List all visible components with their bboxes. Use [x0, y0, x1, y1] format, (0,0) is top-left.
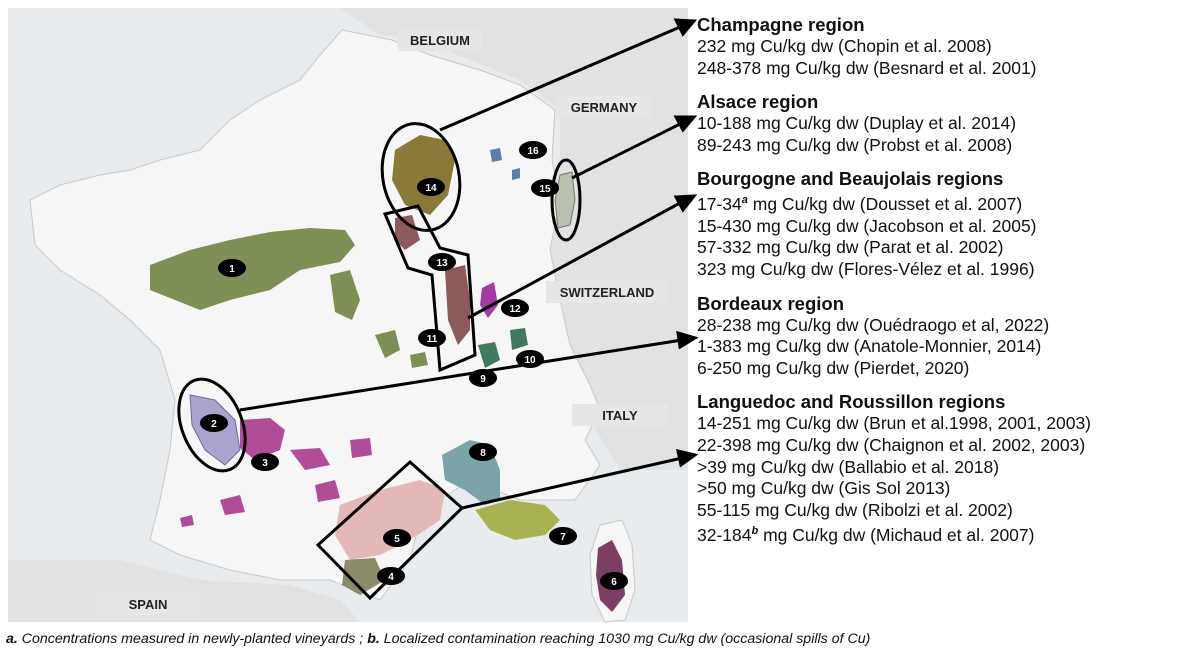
- marker-2: 2: [200, 414, 228, 432]
- concentration-entry: >39 mg Cu/kg dw (Ballabio et al. 2018): [697, 456, 1000, 477]
- concentration-entry: 32-184b mg Cu/kg dw (Michaud et al. 2007…: [697, 525, 1035, 546]
- concentration-panel: Champagne region 232 mg Cu/kg dw (Chopin…: [697, 14, 1182, 553]
- concentration-entry: 55-115 mg Cu/kg dw (Ribolzi et al. 2002): [697, 499, 1013, 520]
- vineyard-bourgogne: [395, 215, 470, 345]
- vineyard-lorraine: [490, 148, 520, 180]
- country-label-spain: SPAIN: [129, 597, 168, 612]
- concentration-entry: 89-243 mg Cu/kg dw (Probst et al. 2008): [697, 134, 1013, 155]
- bourgogne-outline: [382, 204, 477, 373]
- country-label-italy: ITALY: [602, 408, 638, 423]
- region-title: Champagne region: [697, 14, 865, 35]
- country-label-belgium: BELGIUM: [410, 33, 470, 48]
- footnote-text-a: Concentrations measured in newly-planted…: [17, 631, 368, 647]
- vineyard-loire-east: [330, 270, 360, 320]
- svg-text:10: 10: [524, 355, 536, 366]
- marker-4: 4: [377, 567, 405, 585]
- concentration-entry: 28-238 mg Cu/kg dw (Ouédraogo et al, 202…: [697, 314, 1050, 335]
- footnote-marker-a: a: [741, 194, 748, 207]
- marker-10: 10: [516, 350, 544, 368]
- region-bordeaux: Bordeaux region 28-238 mg Cu/kg dw (Ouéd…: [697, 293, 1182, 380]
- concentration-entry: 22-398 mg Cu/kg dw (Chaignon et al. 2002…: [697, 434, 1086, 455]
- vineyard-champagne: [392, 135, 455, 215]
- vineyard-southwest: [180, 418, 372, 527]
- svg-text:2: 2: [211, 419, 217, 430]
- region-languedoc-roussillon: Languedoc and Roussillon regions 14-251 …: [697, 391, 1182, 546]
- concentration-entry: 15-430 mg Cu/kg dw (Jacobson et al. 2005…: [697, 215, 1037, 236]
- concentration-entry: 57-332 mg Cu/kg dw (Parat et al. 2002): [697, 237, 1004, 258]
- vineyard-roussillon: [342, 558, 385, 595]
- champagne-outline: [380, 122, 462, 232]
- svg-text:4: 4: [388, 572, 394, 583]
- vineyard-provence: [475, 500, 560, 540]
- vineyard-alsace: [554, 171, 576, 229]
- marker-13: 13: [428, 253, 456, 271]
- neighbor-land-north: [340, 8, 688, 470]
- marker-1: 1: [218, 259, 246, 277]
- footnote-text-b: Localized contamination reaching 1030 mg…: [379, 631, 871, 647]
- vineyard-languedoc: [335, 480, 445, 560]
- marker-7: 7: [549, 527, 577, 545]
- svg-text:9: 9: [480, 374, 486, 385]
- vineyard-centre: [375, 330, 428, 368]
- marker-12: 12: [501, 299, 529, 317]
- footnote-marker-b: b: [751, 525, 759, 538]
- concentration-entry: 17-34a mg Cu/kg dw (Dousset et al. 2007): [697, 194, 1023, 215]
- region-title: Languedoc and Roussillon regions: [697, 391, 1006, 413]
- concentration-entry: 14-251 mg Cu/kg dw (Brun et al.1998, 200…: [697, 413, 1092, 434]
- region-bourgogne-beaujolais: Bourgogne and Beaujolais regions 17-34a …: [697, 168, 1182, 280]
- svg-text:12: 12: [509, 304, 521, 315]
- concentration-entry: 6-250 mg Cu/kg dw (Pierdet, 2020): [697, 357, 970, 378]
- region-title: Bordeaux region: [697, 292, 844, 314]
- concentration-entry: 10-188 mg Cu/kg dw (Duplay et al. 2014): [697, 113, 1017, 134]
- svg-text:11: 11: [427, 334, 438, 345]
- marker-8: 8: [469, 443, 497, 461]
- concentration-entry: 232 mg Cu/kg dw (Chopin et al. 2008): [697, 36, 992, 56]
- callout-arrows: [239, 18, 699, 510]
- footnote-key-a: a.: [6, 631, 18, 647]
- marker-5: 5: [383, 529, 411, 547]
- marker-3: 3: [251, 453, 279, 471]
- svg-text:1: 1: [229, 264, 235, 275]
- region-title: Bourgogne and Beaujolais regions: [697, 168, 1004, 190]
- region-alsace: Alsace region 10-188 mg Cu/kg dw (Duplay…: [697, 91, 1182, 156]
- vineyard-savoie: [478, 328, 528, 368]
- bordeaux-outline: [177, 377, 247, 473]
- svg-text:7: 7: [560, 532, 566, 543]
- marker-6: 6: [600, 572, 628, 590]
- marker-16: 16: [519, 141, 547, 159]
- vineyard-loire: [150, 228, 355, 310]
- svg-text:6: 6: [611, 577, 617, 588]
- svg-text:5: 5: [394, 534, 400, 545]
- region-title: Alsace region: [697, 91, 819, 113]
- alsace-outline: [550, 158, 582, 242]
- region-markers: 1 2 3 4 5 6 7 8 9 10 11 12 13 14 15 16: [200, 141, 628, 590]
- svg-text:8: 8: [480, 448, 486, 459]
- marker-15: 15: [531, 179, 559, 197]
- footnote-key-b: b.: [367, 631, 380, 647]
- footnote: a. Concentrations measured in newly-plan…: [6, 631, 1181, 647]
- concentration-entry: 248-378 mg Cu/kg dw (Besnard et al. 2001…: [697, 57, 1037, 78]
- svg-text:16: 16: [527, 146, 539, 157]
- svg-text:14: 14: [425, 183, 437, 194]
- svg-text:15: 15: [539, 184, 551, 195]
- country-label-germany: GERMANY: [571, 100, 638, 115]
- marker-14: 14: [417, 178, 445, 196]
- country-labels: BELGIUM GERMANY SWITZERLAND ITALY SPAIN: [96, 29, 668, 615]
- concentration-entry: 323 mg Cu/kg dw (Flores-Vélez et al. 199…: [697, 258, 1035, 279]
- svg-text:13: 13: [436, 258, 448, 269]
- concentration-entry: >50 mg Cu/kg dw (Gis Sol 2013): [697, 478, 951, 499]
- marker-9: 9: [469, 369, 497, 387]
- concentration-entry: 1-383 mg Cu/kg dw (Anatole-Monnier, 2014…: [697, 336, 1042, 357]
- region-champagne: Champagne region 232 mg Cu/kg dw (Chopin…: [697, 14, 1182, 79]
- country-label-switzerland: SWITZERLAND: [560, 285, 655, 300]
- marker-11: 11: [418, 329, 446, 347]
- svg-text:3: 3: [262, 458, 268, 469]
